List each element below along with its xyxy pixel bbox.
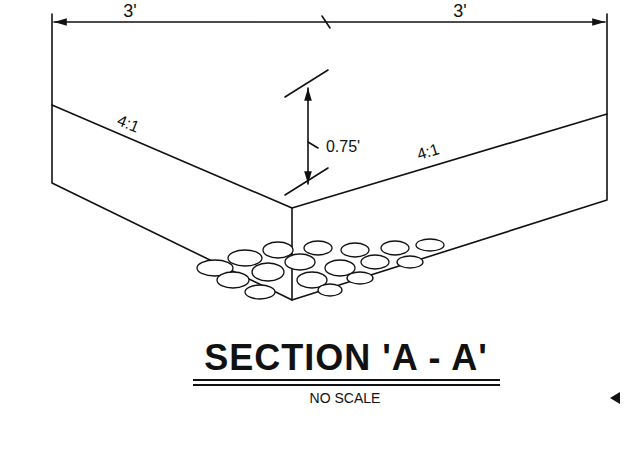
leader-line: [308, 142, 318, 148]
slope-ratio: 4:1: [415, 141, 441, 163]
riprap-stones: [197, 239, 444, 299]
channel-outline: [52, 105, 607, 300]
center-tick: [322, 16, 330, 28]
dimension-text: 3': [123, 2, 136, 20]
dimension-line: [54, 21, 605, 23]
extension-line: [285, 70, 328, 97]
dimension-text: 3': [453, 2, 466, 20]
dimension-text: 0.75': [324, 138, 362, 156]
extension-line: [51, 14, 53, 105]
dimension-line: [307, 88, 309, 184]
section-arrow: [610, 392, 620, 404]
slope-ratio: 4:1: [115, 112, 142, 135]
scale-note: NO SCALE: [310, 391, 381, 405]
section-title: SECTION 'A - A': [204, 340, 487, 376]
extension-line: [285, 168, 328, 195]
title-underline: [193, 380, 500, 385]
extension-line: [606, 14, 608, 114]
